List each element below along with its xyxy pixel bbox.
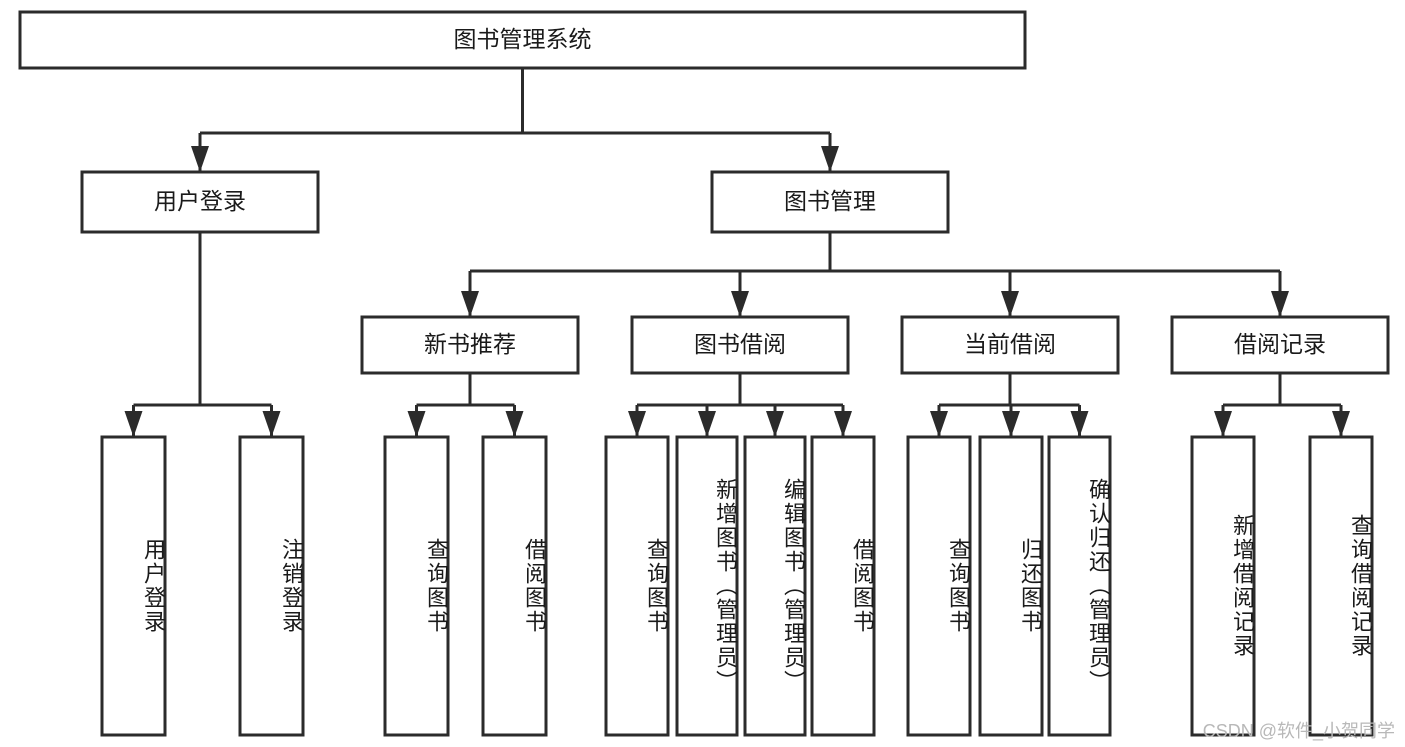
arrow-head-leaf-borrow-book-2 <box>834 411 852 437</box>
arrow-head-leaf-query-record <box>1332 411 1350 437</box>
arrow-head-leaf-user-logout <box>262 411 281 437</box>
arrow-head-leaf-query-book-1 <box>407 411 426 437</box>
node-box-new-book-recommend[interactable] <box>360 315 580 375</box>
node-label-book-manage: 图书管理 <box>784 188 876 214</box>
node-box-leaf-query-record[interactable] <box>1308 435 1374 737</box>
node-label-book-borrow: 图书借阅 <box>694 331 786 357</box>
node-label-new-book-recommend: 新书推荐 <box>424 331 516 357</box>
arrow-head-leaf-confirm-return <box>1070 411 1089 437</box>
edge-layer <box>124 68 1350 437</box>
arrow-head-book-borrow <box>731 291 749 317</box>
arrow-head-new-book-recommend <box>461 291 479 317</box>
node-box-leaf-user-logout[interactable] <box>238 435 305 737</box>
node-box-borrow-record[interactable] <box>1170 315 1390 375</box>
watermark-text: CSDN @软件_小贺同学 <box>1202 721 1395 741</box>
node-box-layer <box>18 10 1390 737</box>
node-box-leaf-confirm-return[interactable] <box>1047 435 1112 737</box>
node-box-leaf-add-record[interactable] <box>1190 435 1256 737</box>
arrow-head-leaf-edit-book <box>766 411 784 437</box>
arrow-head-leaf-add-book <box>698 411 716 437</box>
arrow-head-current-borrow <box>1001 291 1019 317</box>
arrow-head-user-login <box>191 146 209 172</box>
node-box-leaf-return-book[interactable] <box>978 435 1044 737</box>
node-box-current-borrow[interactable] <box>900 315 1120 375</box>
node-box-leaf-query-book-3[interactable] <box>906 435 972 737</box>
arrow-head-borrow-record <box>1271 291 1289 317</box>
node-box-book-borrow[interactable] <box>630 315 850 375</box>
node-box-leaf-query-book-1[interactable] <box>383 435 450 737</box>
node-box-user-login[interactable] <box>80 170 320 234</box>
node-box-leaf-user-login[interactable] <box>100 435 167 737</box>
arrow-head-leaf-user-login <box>124 411 143 437</box>
node-label-borrow-record: 借阅记录 <box>1234 331 1326 357</box>
node-box-leaf-query-book-2[interactable] <box>604 435 670 737</box>
arrow-head-leaf-add-record <box>1214 411 1232 437</box>
node-label-current-borrow: 当前借阅 <box>964 331 1056 357</box>
node-box-book-manage[interactable] <box>710 170 950 234</box>
arrow-head-leaf-query-book-3 <box>930 411 948 437</box>
node-box-leaf-add-book[interactable] <box>675 435 739 737</box>
node-label-root: 图书管理系统 <box>454 26 592 52</box>
arrow-head-book-manage <box>821 146 839 172</box>
arrow-head-leaf-borrow-book-1 <box>505 411 524 437</box>
arrow-head-leaf-return-book <box>1002 411 1020 437</box>
node-box-leaf-edit-book[interactable] <box>743 435 807 737</box>
node-label-user-login: 用户登录 <box>154 188 246 214</box>
node-box-root[interactable] <box>18 10 1027 70</box>
node-box-leaf-borrow-book-2[interactable] <box>810 435 876 737</box>
node-box-leaf-borrow-book-1[interactable] <box>481 435 548 737</box>
arrow-head-leaf-query-book-2 <box>628 411 646 437</box>
